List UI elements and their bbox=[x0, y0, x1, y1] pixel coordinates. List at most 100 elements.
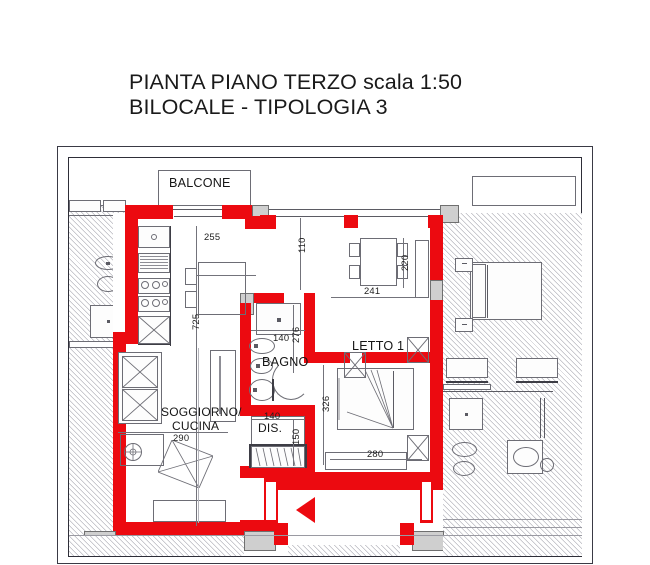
wall-bottom-dis-jamb bbox=[240, 520, 278, 534]
dimension-110: 110 bbox=[296, 237, 307, 253]
wall-bottom-mid-red bbox=[274, 523, 288, 545]
hood-line-3 bbox=[140, 262, 168, 263]
wall-bottom-living bbox=[113, 522, 248, 535]
burner-3-icon bbox=[162, 281, 168, 287]
kitchen-cabinet-cross-icon bbox=[138, 316, 170, 344]
bagno-bidet-mark bbox=[256, 364, 260, 368]
tall-cabinet-rail bbox=[219, 356, 221, 414]
wardrobe-letto1-right-b-cross-icon bbox=[407, 435, 429, 461]
burner-1-icon bbox=[141, 281, 149, 289]
neighbor-vert-line-2 bbox=[544, 398, 545, 438]
nightstand-bottom bbox=[455, 318, 473, 332]
hood-line-2 bbox=[140, 259, 168, 260]
kitchen-counter-edge bbox=[170, 226, 172, 346]
dining-table-left bbox=[198, 262, 246, 315]
wardrobe-letto1-right-a-cross-icon bbox=[407, 337, 429, 363]
bottom-line-2 bbox=[443, 519, 582, 520]
room-label-bagno: BAGNO bbox=[262, 355, 309, 369]
dimension-326: 326 bbox=[320, 395, 331, 412]
balcone-outline bbox=[158, 170, 251, 206]
neighbor-basin-icon bbox=[513, 447, 539, 467]
dimension-255: 255 bbox=[204, 231, 221, 242]
diamond-table-icon bbox=[158, 440, 213, 488]
dining-table-right bbox=[360, 238, 397, 286]
wall-letto-partition bbox=[362, 352, 432, 363]
dim-leader-725 bbox=[196, 226, 197, 526]
room-label-letto1: LETTO 1 bbox=[352, 339, 405, 353]
bagno-wc-mark bbox=[254, 344, 258, 348]
bagno-bidet-icon bbox=[250, 358, 273, 374]
dim-leader-290 bbox=[118, 432, 228, 433]
dim-leader-326 bbox=[323, 365, 324, 465]
neighbor-bed bbox=[470, 262, 542, 320]
wall-bagno-left bbox=[240, 303, 251, 415]
room-label-dis: DIS. bbox=[258, 421, 283, 435]
bagno-basin-mark bbox=[253, 388, 257, 392]
neighbor-shower-drain-icon bbox=[465, 413, 468, 416]
bed-letto1 bbox=[337, 368, 414, 430]
hood-line-4 bbox=[140, 265, 168, 266]
pillar-right-mid bbox=[430, 280, 443, 302]
chair-right-2 bbox=[349, 265, 360, 279]
door-gap-entry-right bbox=[422, 482, 431, 520]
dis-wardrobe-rail bbox=[251, 444, 305, 447]
pillar-bottom-mid bbox=[244, 531, 276, 551]
wall-bagno-top bbox=[240, 293, 284, 303]
neighbor-left-window-2 bbox=[103, 200, 126, 212]
dim-leader-140a bbox=[251, 330, 305, 331]
sofa bbox=[118, 352, 162, 424]
hood-line-1 bbox=[140, 256, 168, 257]
bed-fold-1 bbox=[487, 265, 488, 318]
neighbor-round-icon bbox=[540, 458, 554, 472]
wall-bagno-right bbox=[304, 293, 315, 363]
pillar-bottom-right bbox=[412, 531, 444, 551]
dimension-140-bagno: 140 bbox=[273, 332, 290, 343]
dimension-140-dis: 140 bbox=[264, 410, 281, 421]
wardrobe-letto1-upper bbox=[344, 352, 366, 378]
neighbor-bidet-icon bbox=[453, 461, 475, 476]
wardrobe-letto1-right-a bbox=[407, 337, 429, 363]
nightstand-mark-1 bbox=[462, 263, 467, 264]
bagno-wc-icon bbox=[249, 338, 275, 354]
top-wall-line-2 bbox=[174, 216, 443, 217]
dis-jamb-left bbox=[249, 444, 252, 468]
bottom-right-hatch bbox=[443, 536, 582, 556]
neighbor-horiz-line bbox=[443, 391, 553, 392]
letto1-bottom-unit bbox=[325, 452, 407, 470]
living-bottom-unit bbox=[153, 500, 226, 522]
neighbor-wc-icon bbox=[452, 442, 477, 457]
neighbor-wardrobe-2 bbox=[516, 358, 558, 378]
wardrobe-letto1-upper-cross-icon bbox=[344, 352, 366, 378]
wardrobe-rail-2 bbox=[516, 381, 558, 384]
shower-drain-icon bbox=[107, 320, 110, 323]
sofa-seat-1 bbox=[122, 356, 158, 388]
dimension-276: 276 bbox=[290, 326, 301, 343]
room-label-soggiorno: SOGGIORNO/ bbox=[161, 405, 242, 419]
burner-6-icon bbox=[162, 299, 168, 305]
entrance-arrow-icon bbox=[296, 497, 315, 523]
dimension-290: 290 bbox=[173, 432, 190, 443]
bed-letto1-sheet-icon bbox=[338, 369, 394, 429]
sink-detail bbox=[106, 262, 110, 265]
page-title: PIANTA PIANO TERZO scala 1:50 BILOCALE -… bbox=[129, 70, 589, 120]
chair-right-1 bbox=[349, 243, 360, 257]
tall-cabinet bbox=[210, 350, 236, 422]
sofa-seat-2 bbox=[122, 389, 158, 421]
burner-2-icon bbox=[152, 281, 160, 289]
bottom-line-1 bbox=[69, 535, 582, 536]
nightstand-top bbox=[455, 258, 473, 272]
wall-balcony-sill bbox=[245, 216, 261, 229]
title-line-2: BILOCALE - TIPOLOGIA 3 bbox=[129, 95, 388, 119]
dimension-725: 725 bbox=[190, 313, 201, 330]
door-gap-entry bbox=[266, 482, 276, 520]
dimension-220: 220 bbox=[399, 254, 410, 271]
pillar-top-right bbox=[440, 205, 459, 223]
wall-right-lower bbox=[430, 300, 443, 490]
living-vert-guide bbox=[198, 348, 199, 523]
burner-4-icon bbox=[141, 299, 149, 307]
wall-bagno-right-lower bbox=[304, 405, 315, 473]
neighbor-right-window bbox=[472, 176, 576, 206]
chair-right-4 bbox=[397, 265, 408, 279]
neighbor-left-window bbox=[69, 200, 101, 212]
